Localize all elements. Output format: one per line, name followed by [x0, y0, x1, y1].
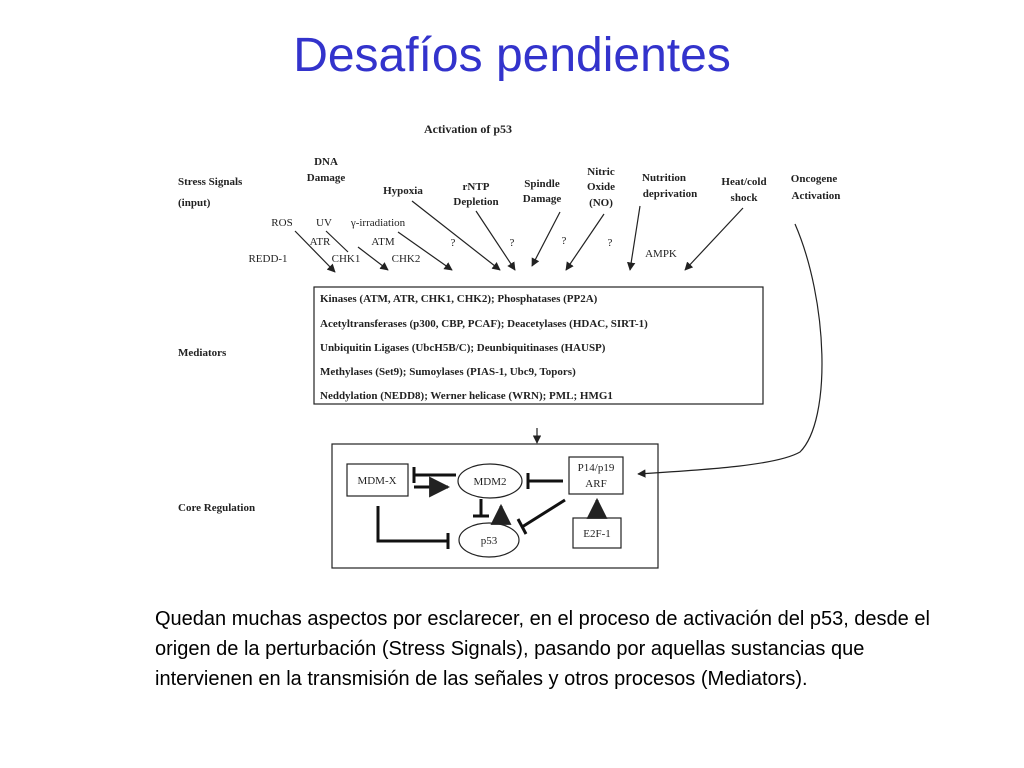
slide-caption: Quedan muchas aspectos por esclarecer, e… [155, 608, 930, 690]
label-question-2: ? [510, 237, 515, 249]
node-arf-box [568, 456, 624, 495]
row-label-mediators: Mediators [178, 347, 227, 359]
signal-heat-cold-l2: shock [731, 192, 759, 204]
label-question-3: ? [562, 235, 567, 247]
slide-title: Desafíos pendientes [293, 29, 731, 82]
signal-rntp-l1: rNTP [463, 181, 490, 193]
node-mdmx-box [346, 463, 409, 497]
signal-spindle-l1: Spindle [524, 178, 560, 190]
signal-rntp-l2: Depletion [453, 196, 498, 208]
signal-nutrition-l1: Nutrition [642, 172, 686, 184]
node-p53-ellipse [458, 522, 520, 558]
mediator-methylases: Methylases (Set9); Sumoylases (PIAS-1, U… [320, 366, 576, 378]
label-question-4: ? [608, 237, 613, 249]
mediators-box [313, 286, 764, 405]
label-uv: UV [316, 217, 332, 229]
node-mdm2-ellipse [457, 463, 523, 499]
label-question-1: ? [451, 237, 456, 249]
signal-arrows [294, 200, 823, 478]
signal-nitric-l2: Oxide [587, 181, 615, 193]
signal-heat-cold-l1: Heat/cold [721, 176, 766, 188]
row-label-core-regulation: Core Regulation [178, 502, 255, 514]
row-label-stress-signals: Stress Signals [178, 176, 243, 188]
signal-oncogene-l1: Oncogene [791, 173, 838, 185]
label-chk2: CHK2 [392, 253, 421, 265]
signal-spindle-l2: Damage [523, 193, 562, 205]
mediator-acetyltransferases: Acetyltransferases (p300, CBP, PCAF); De… [320, 318, 648, 330]
signal-nitric-l1: Nitric [587, 166, 615, 178]
signal-nutrition-l2: deprivation [643, 188, 697, 200]
signal-dna-damage-l2: Damage [307, 172, 346, 184]
label-ros: ROS [271, 217, 292, 229]
label-atr: ATR [310, 236, 331, 248]
mediator-ubiquitin-ligases: Unbiquitin Ligases (UbcH5B/C); Deunbiqui… [320, 342, 606, 354]
node-e2f1: E2F-1 [583, 528, 611, 540]
node-p53: p53 [481, 535, 498, 547]
mediator-kinases: Kinases (ATM, ATR, CHK1, CHK2); Phosphat… [320, 293, 598, 305]
label-ampk: AMPK [645, 248, 677, 260]
label-gamma-irradiation: γ-irradiation [350, 217, 406, 229]
diagram-title: Activation of p53 [424, 122, 512, 136]
p53-activation-diagram: Activation of p53 Stress Signals (input)… [178, 122, 841, 569]
label-chk1: CHK1 [332, 253, 361, 265]
node-mdmx: MDM-X [357, 475, 396, 487]
signal-hypoxia: Hypoxia [383, 185, 423, 197]
signal-oncogene-l2: Activation [792, 190, 841, 202]
core-interactions [376, 467, 608, 549]
signal-dna-damage-l1: DNA [314, 156, 338, 168]
node-arf-l1: P14/p19 [578, 462, 615, 474]
signal-nitric-l3: (NO) [589, 197, 613, 209]
label-redd1: REDD-1 [248, 253, 287, 265]
node-mdm2: MDM2 [473, 476, 506, 488]
mediator-neddylation: Neddylation (NEDD8); Werner helicase (WR… [320, 390, 613, 402]
row-label-input: (input) [178, 197, 211, 209]
label-atm: ATM [371, 236, 394, 248]
node-e2f1-box [572, 517, 622, 549]
node-arf-l2: ARF [585, 478, 606, 490]
core-regulation-box [331, 443, 659, 569]
